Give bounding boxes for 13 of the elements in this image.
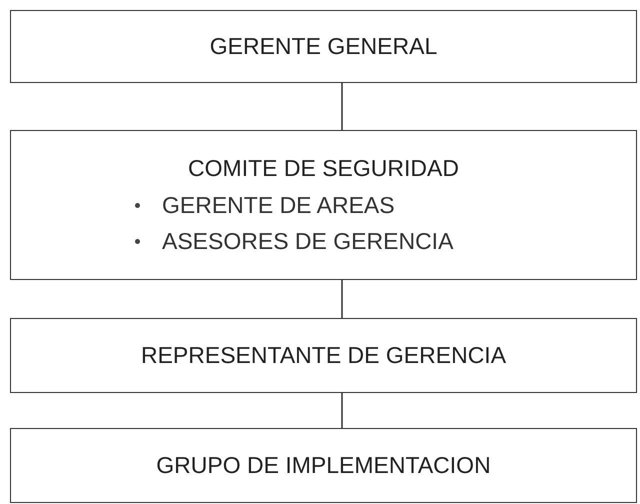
org-box xyxy=(10,10,637,83)
connector-line xyxy=(341,393,343,428)
box-title: COMITE DE SEGURIDAD xyxy=(188,154,459,183)
org-box xyxy=(10,428,637,503)
box-title: GRUPO DE IMPLEMENTACION xyxy=(156,451,491,480)
org-box xyxy=(10,318,637,393)
connector-line xyxy=(341,280,343,318)
list-item: GERENTE DE AREAS xyxy=(162,190,395,220)
org-box xyxy=(10,130,637,280)
connector-line xyxy=(341,83,343,130)
box-title: REPRESENTANTE DE GERENCIA xyxy=(140,341,506,370)
list-item: ASESORES DE GERENCIA xyxy=(162,227,454,256)
box-title: GERENTE GENERAL xyxy=(210,32,438,61)
